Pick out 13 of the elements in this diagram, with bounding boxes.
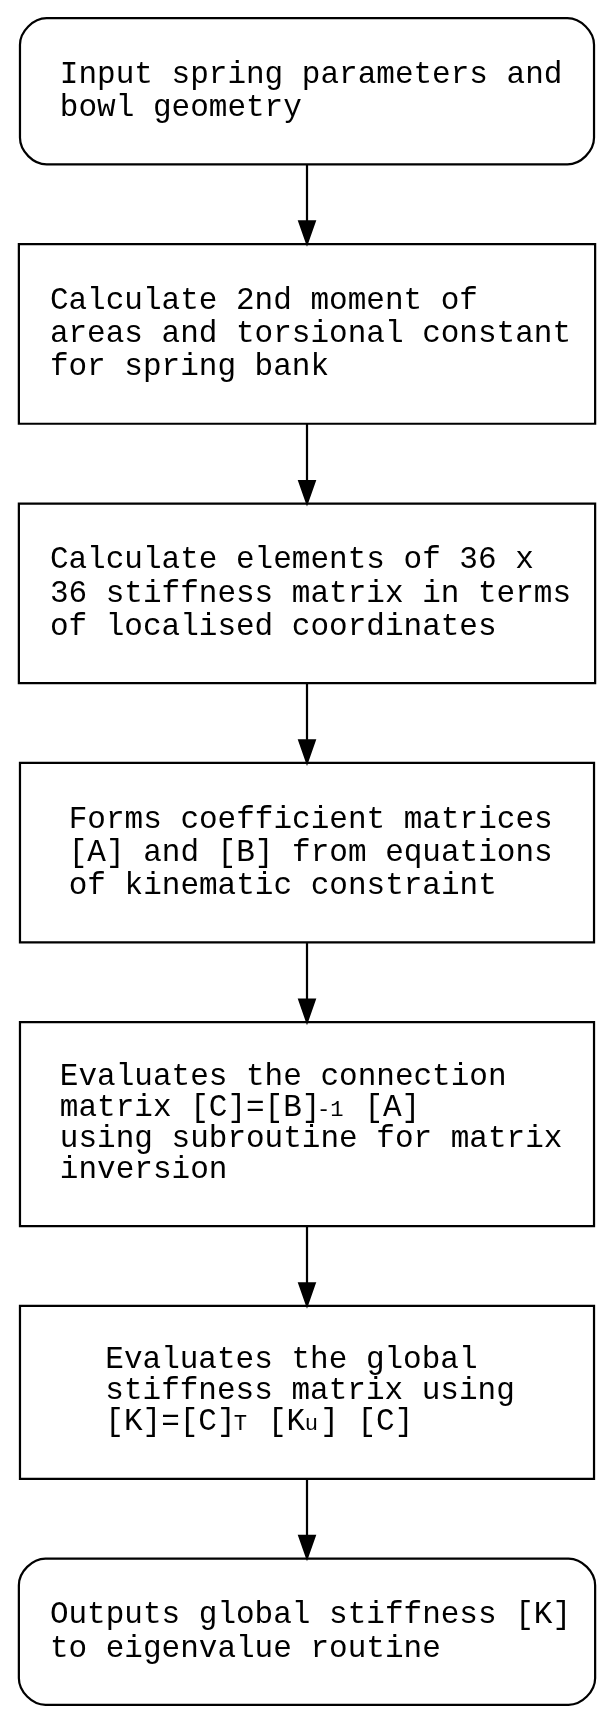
arrow <box>297 1226 317 1309</box>
arrow <box>297 164 317 247</box>
arrow <box>297 1478 317 1561</box>
node-box: Calculate 2nd moment of areas and torsional constant for spring bank <box>17 242 597 425</box>
node-box: Evaluates the connection matrix [C]=[B]-1 [A] using subroutine for matrix inversion <box>18 1020 596 1227</box>
arrow <box>297 682 317 766</box>
node-box: Evaluates the global stiffness matrix using [K]=[C]T [Ku] [C] <box>18 1304 596 1480</box>
node-box: Input spring parameters and bowl geometry <box>18 16 596 166</box>
arrow <box>297 423 317 507</box>
node-box: Calculate elements of 36 x 36 stiffness matrix in terms of localised coordinates <box>17 501 597 684</box>
node-box: Forms coefficient matrices [A] and [B] from equations of kinematic constraint <box>18 761 596 943</box>
arrow <box>297 942 317 1025</box>
node-box: Outputs global stiffness [K] to eigenvalue routine <box>17 1556 597 1706</box>
